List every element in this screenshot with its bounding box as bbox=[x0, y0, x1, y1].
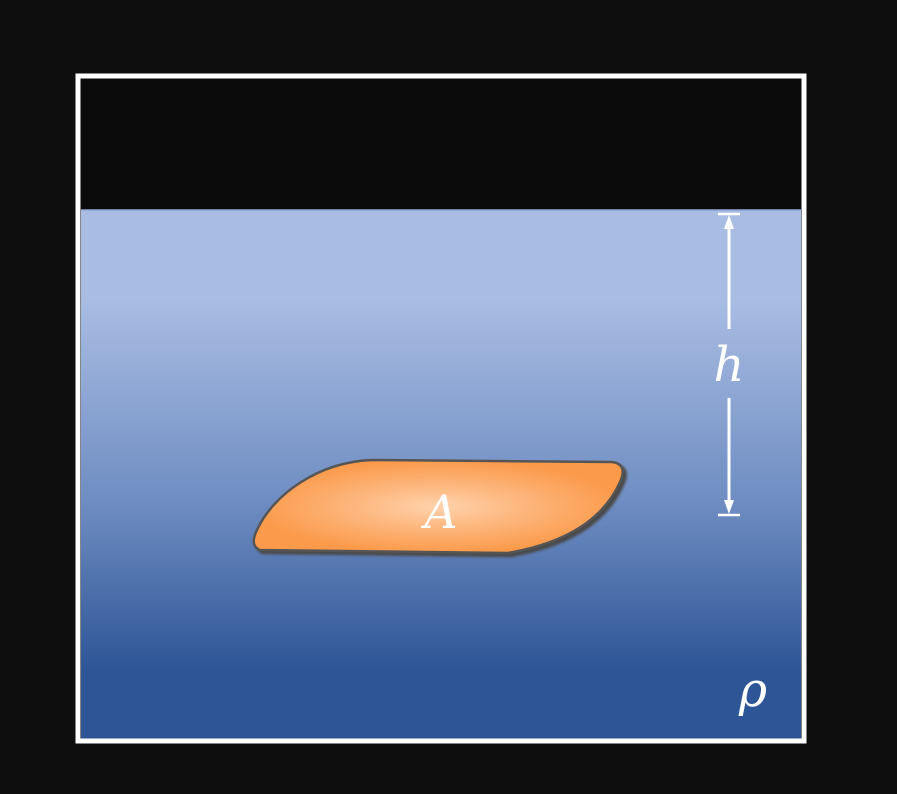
density-label: ρ bbox=[738, 662, 767, 718]
depth-arrowhead-bottom bbox=[724, 500, 734, 514]
submerged-plate bbox=[252, 458, 624, 555]
air-region bbox=[81, 79, 801, 210]
depth-dimension bbox=[718, 212, 740, 517]
tank-border bbox=[75, 73, 807, 744]
depth-label: h bbox=[714, 337, 745, 393]
depth-arrowhead-top bbox=[724, 215, 734, 229]
area-label: A bbox=[420, 485, 457, 539]
